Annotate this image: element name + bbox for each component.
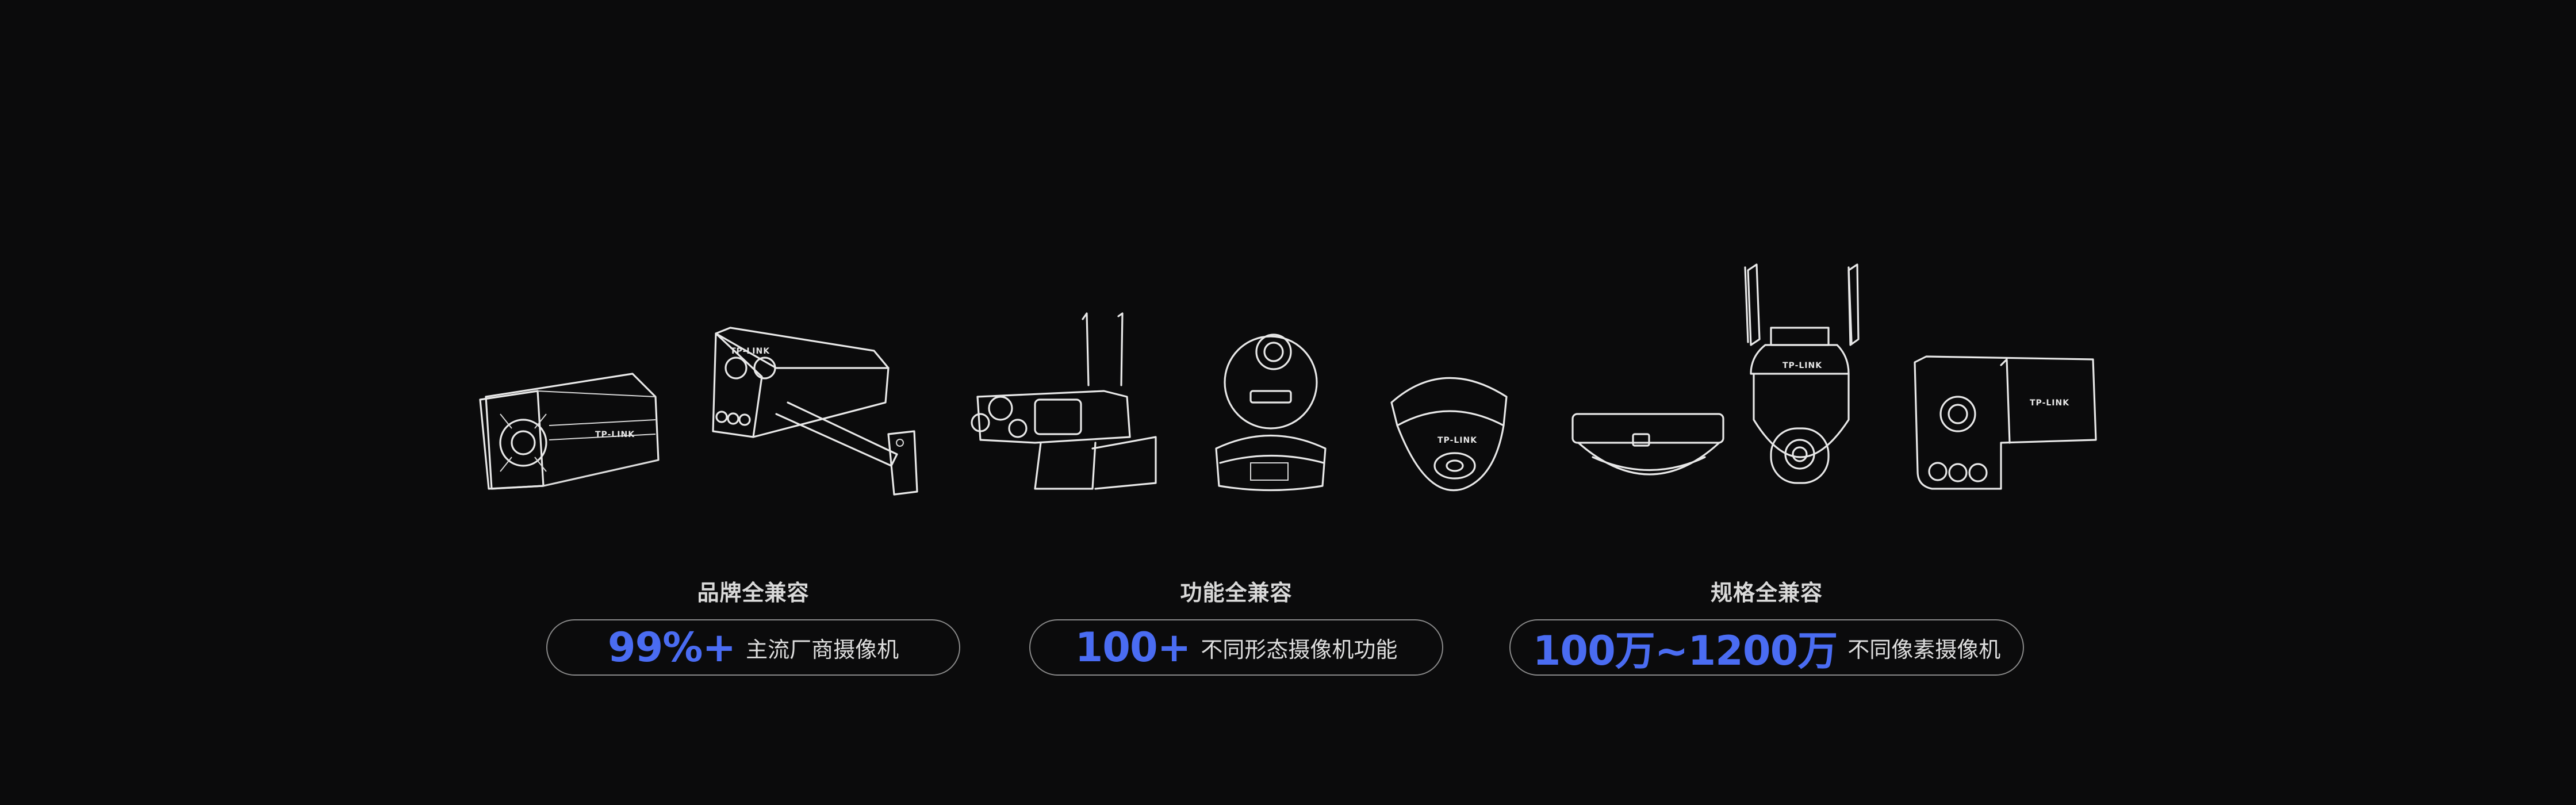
feature-function-compat: 功能全兼容 100+ 不同形态摄像机功能	[1029, 578, 1443, 676]
feature-pill: 100+ 不同形态摄像机功能	[1029, 619, 1443, 676]
feature-pill: 100万~1200万 不同像素摄像机	[1509, 619, 2024, 676]
feature-pill: 99%+ 主流厂商摄像机	[546, 619, 960, 676]
speed-dome-logo: TP-LINK	[1782, 361, 1822, 370]
bullet-camera-logo: TP-LINK	[595, 430, 635, 439]
feature-brand-compat: 品牌全兼容 99%+ 主流厂商摄像机	[546, 578, 960, 676]
ptz-ball-camera-icon	[1215, 334, 1327, 492]
feature-title: 品牌全兼容	[697, 580, 810, 605]
feature-title: 规格全兼容	[1710, 580, 1823, 605]
wireless-speed-dome-camera-icon: TP-LINK	[1744, 263, 1860, 484]
dome-camera-icon: TP-LINK	[1390, 377, 1508, 492]
feature-value: 99%+	[607, 624, 736, 671]
fisheye-camera-icon	[1571, 413, 1724, 476]
camera-lineup: TP-LINK TP-LINK	[479, 263, 2097, 496]
feature-description: 不同像素摄像机	[1847, 637, 2001, 662]
feature-spec-compat: 规格全兼容 100万~1200万 不同像素摄像机	[1509, 578, 2024, 676]
bullet-camera-front-icon: TP-LINK	[1914, 355, 2097, 490]
feature-description: 不同形态摄像机功能	[1201, 637, 1398, 662]
box-camera-logo: TP-LINK	[730, 347, 770, 356]
feature-description: 主流厂商摄像机	[746, 637, 899, 662]
dome-camera-logo: TP-LINK	[1438, 436, 1477, 445]
box-camera-with-bracket-icon: TP-LINK	[712, 327, 918, 496]
bullet-camera-icon: TP-LINK	[479, 373, 660, 490]
wireless-camera-with-antennas-icon	[971, 312, 1157, 490]
feature-value: 100+	[1075, 624, 1191, 671]
feature-title: 功能全兼容	[1180, 580, 1293, 605]
feature-value: 100万~1200万	[1532, 627, 1838, 674]
bullet-front-logo: TP-LINK	[2030, 398, 2069, 408]
